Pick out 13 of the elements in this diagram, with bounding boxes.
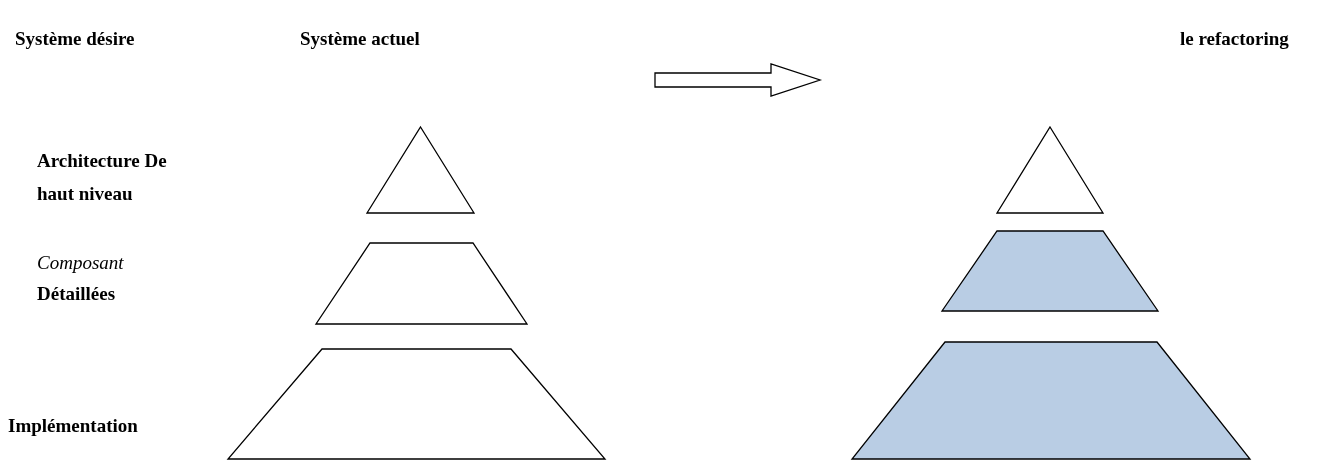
column-heading: le refactoring [1180, 27, 1289, 51]
pyramid-top-triangle [367, 127, 474, 213]
layer-label: Implémentation [8, 414, 138, 438]
pyramid-layer-trapezoid [228, 349, 605, 459]
pyramid-layer-trapezoid [942, 231, 1158, 311]
layer-label: Détaillées [37, 282, 116, 306]
pyramid-top-triangle [997, 127, 1103, 213]
layer-label: Architecture De haut niveau [37, 149, 168, 206]
pyramid-layer-trapezoid [852, 342, 1250, 459]
pyramid-layer-trapezoid [316, 243, 527, 324]
layer-label: Composant [37, 251, 124, 275]
column-heading: Système désire [15, 27, 135, 51]
column-heading: Système actuel [300, 27, 420, 51]
